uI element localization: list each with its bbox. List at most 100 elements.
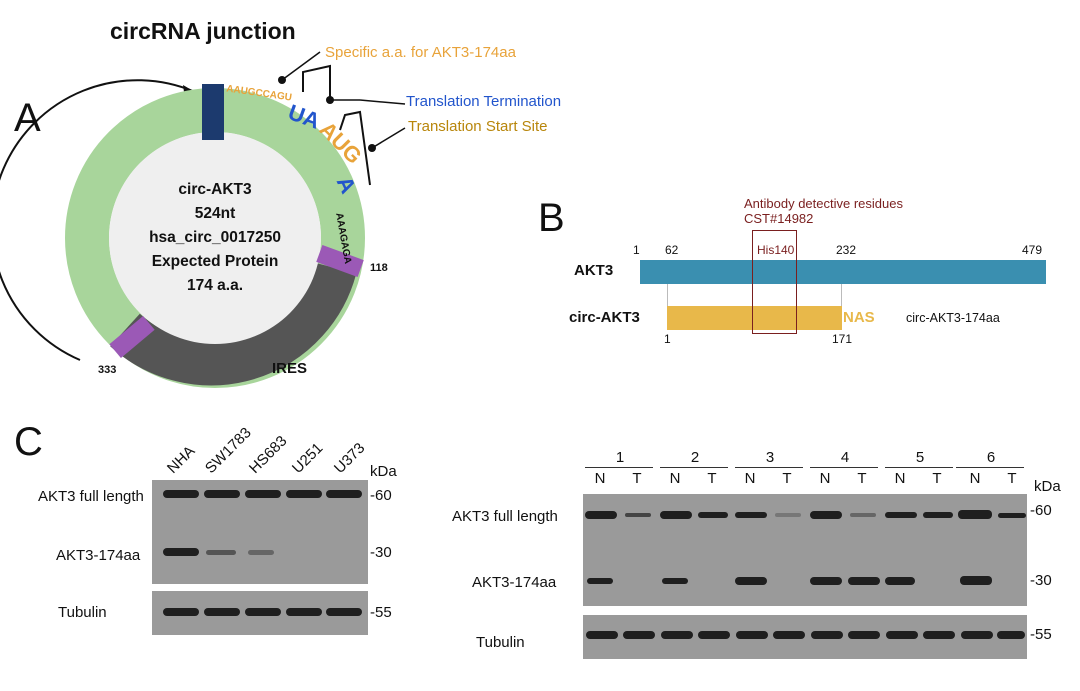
left-row-akt3: AKT3 full length <box>38 488 144 505</box>
band-r-akt3-12 <box>998 513 1026 518</box>
left-mw-55: -55 <box>370 604 392 621</box>
lane-u251: U251 <box>288 439 327 477</box>
nt-5: N <box>744 470 756 487</box>
nt-12: T <box>1007 470 1017 487</box>
circ-end-line <box>841 284 842 306</box>
num-479: 479 <box>1022 243 1043 257</box>
nt-11: N <box>969 470 981 487</box>
band-r-tub-7 <box>811 631 843 639</box>
band-r-tub-5 <box>736 631 768 639</box>
inner-disk <box>109 132 321 344</box>
circrna-diagram <box>0 51 406 388</box>
center-line-5: 174 a.a. <box>186 277 244 294</box>
right-mw-55: -55 <box>1030 626 1052 643</box>
num-62: 62 <box>665 243 679 257</box>
band-r-akt3-5 <box>735 512 767 518</box>
right-mw-30: -30 <box>1030 572 1052 589</box>
band-r-174-8 <box>848 577 880 585</box>
center-line-3: hsa_circ_0017250 <box>149 229 281 246</box>
band-l-akt3-5 <box>326 490 362 498</box>
num-c1: 1 <box>664 332 671 346</box>
center-text: circ-AKT3 524nt hsa_circ_0017250 Expecte… <box>140 178 290 298</box>
group-line-3 <box>735 467 803 468</box>
nt-6: T <box>782 470 792 487</box>
band-r-akt3-11 <box>958 510 992 519</box>
pos-118: 118 <box>370 262 388 274</box>
group-1: 1 <box>615 449 625 466</box>
panel-a-letter: A <box>14 96 41 140</box>
panel-b-letter: B <box>538 196 565 240</box>
circ-akt3-label: circ-AKT3 <box>569 309 640 326</box>
panel-a-title: circRNA junction <box>110 18 296 44</box>
nt-9: N <box>894 470 906 487</box>
band-r-akt3-3 <box>660 511 692 519</box>
group-3: 3 <box>765 449 775 466</box>
antibody-label: Antibody detective residues <box>744 196 903 211</box>
right-blot-main <box>583 494 1027 606</box>
band-r-174-1 <box>587 578 613 584</box>
band-r-tub-6 <box>773 631 805 639</box>
ires-label: IRES <box>272 360 308 377</box>
group-line-2 <box>660 467 728 468</box>
pos-333: 333 <box>98 364 117 376</box>
right-kda: kDa <box>1034 478 1061 495</box>
group-line-4 <box>810 467 878 468</box>
cst-label: CST#14982 <box>744 211 814 226</box>
circ174-label: circ-AKT3-174aa <box>906 311 1000 325</box>
band-r-174-7 <box>810 577 842 585</box>
group-6: 6 <box>986 449 996 466</box>
band-l-tub-4 <box>286 608 322 616</box>
lane-hs683: HS683 <box>245 432 291 477</box>
group-2: 2 <box>690 449 700 466</box>
num-232: 232 <box>836 243 857 257</box>
band-r-tub-2 <box>623 631 655 639</box>
band-l-174-3 <box>248 550 274 555</box>
akt3-label: AKT3 <box>574 262 614 279</box>
band-r-akt3-9 <box>885 512 917 518</box>
his140-label: His140 <box>757 243 795 257</box>
band-r-174-9 <box>885 577 915 585</box>
band-l-174-1 <box>163 548 199 556</box>
center-line-2: 524nt <box>194 205 236 222</box>
band-r-174-11 <box>960 576 992 585</box>
lane-sw1783: SW1783 <box>201 424 255 477</box>
num-c171: 171 <box>832 332 853 346</box>
band-r-tub-11 <box>961 631 993 639</box>
band-r-tub-1 <box>586 631 618 639</box>
circ-start-line <box>667 284 668 306</box>
circular-arrow <box>0 79 196 361</box>
akt3-bar <box>640 260 1046 284</box>
band-r-akt3-1 <box>585 511 617 519</box>
band-r-tub-9 <box>886 631 918 639</box>
band-l-174-2 <box>206 550 236 555</box>
band-r-174-5 <box>735 577 767 585</box>
band-r-akt3-6 <box>775 513 801 517</box>
left-kda: kDa <box>370 463 397 480</box>
band-l-akt3-4 <box>286 490 322 498</box>
center-line-4: Expected Protein <box>151 253 279 270</box>
band-r-tub-8 <box>848 631 880 639</box>
nt-1: N <box>594 470 606 487</box>
band-r-akt3-7 <box>810 511 842 519</box>
group-line-6 <box>956 467 1024 468</box>
band-l-akt3-2 <box>204 490 240 498</box>
ann-specific: Specific a.a. for AKT3-174aa <box>325 44 516 61</box>
band-r-akt3-8 <box>850 513 876 517</box>
band-l-tub-1 <box>163 608 199 616</box>
band-l-tub-5 <box>326 608 362 616</box>
band-r-tub-12 <box>997 631 1025 639</box>
right-row-tubulin: Tubulin <box>476 634 525 651</box>
group-5: 5 <box>915 449 925 466</box>
left-row-tubulin: Tubulin <box>58 604 107 621</box>
band-r-akt3-2 <box>625 513 651 517</box>
band-r-tub-10 <box>923 631 955 639</box>
group-line-5 <box>885 467 953 468</box>
ann-termination: Translation Termination <box>406 93 562 110</box>
nt-3: N <box>669 470 681 487</box>
marker-333 <box>109 315 155 359</box>
panel-c-letter: C <box>14 420 43 464</box>
band-l-tub-2 <box>204 608 240 616</box>
antibody-box <box>752 230 797 334</box>
nt-2: T <box>632 470 642 487</box>
right-row-174aa: AKT3-174aa <box>472 574 557 591</box>
